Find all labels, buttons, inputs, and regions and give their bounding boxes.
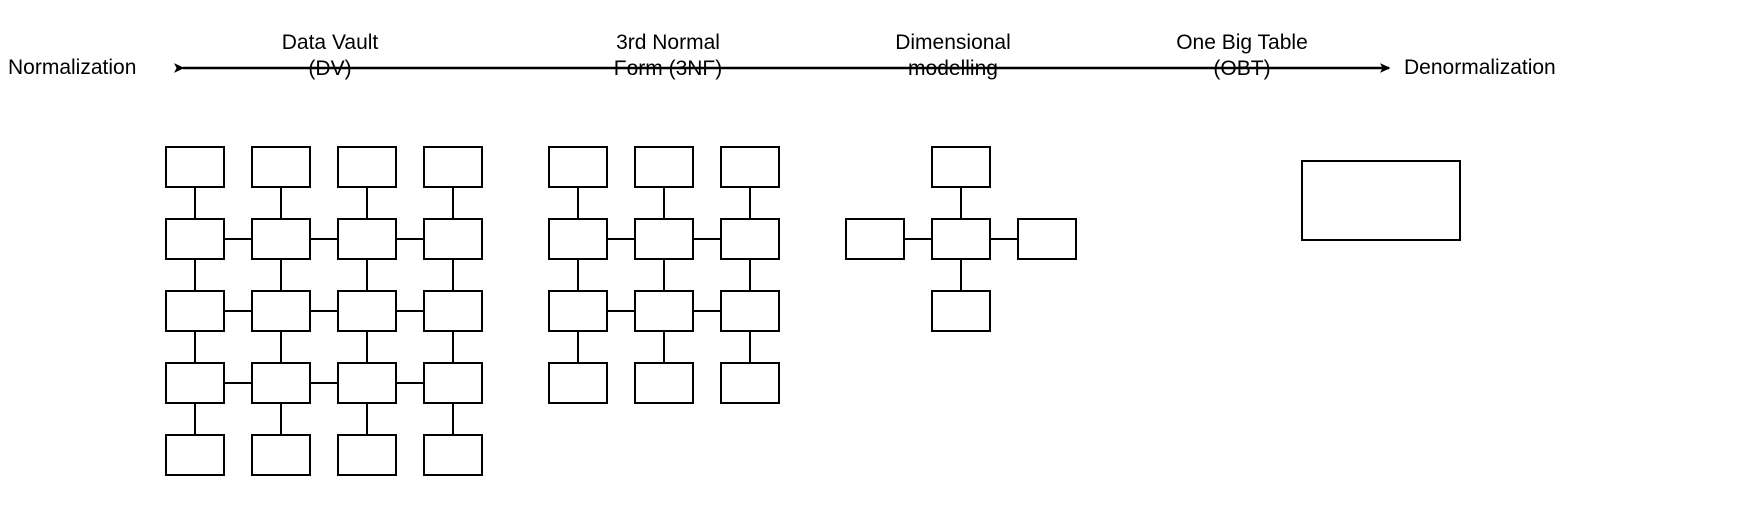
schema-connector-vertical: [577, 260, 579, 290]
schema-connector-horizontal: [397, 382, 423, 384]
schema-connector-vertical: [366, 188, 368, 218]
schema-connector-vertical: [663, 332, 665, 362]
schema-connector-vertical: [280, 332, 282, 362]
schema-connector-horizontal: [397, 310, 423, 312]
schema-box-dimension-left: [845, 218, 905, 260]
schema-connector-vertical: [577, 188, 579, 218]
schema-connector-vertical: [194, 332, 196, 362]
schema-box: [423, 362, 483, 404]
schema-connector-vertical: [749, 332, 751, 362]
schema-connector-vertical: [194, 404, 196, 434]
schema-connector-vertical: [280, 188, 282, 218]
schema-connector-horizontal: [311, 238, 337, 240]
stage-label-dv: Data Vault (DV): [230, 4, 430, 108]
schema-connector-horizontal: [905, 238, 931, 240]
schema-box: [548, 290, 608, 332]
schema-box: [720, 290, 780, 332]
stage-label-obt: One Big Table (OBT): [1142, 4, 1342, 108]
schema-box: [634, 290, 694, 332]
stage-label-obt-line2: (OBT): [1213, 57, 1271, 80]
schema-connector-vertical: [194, 260, 196, 290]
stage-label-obt-line1: One Big Table: [1176, 31, 1308, 54]
schema-connector-vertical: [749, 188, 751, 218]
schema-box: [720, 362, 780, 404]
schema-connector-horizontal: [608, 310, 634, 312]
schema-connector-horizontal: [225, 382, 251, 384]
schema-box: [337, 434, 397, 476]
schema-connector-vertical: [452, 332, 454, 362]
schema-box: [251, 290, 311, 332]
schema-connector-vertical: [452, 404, 454, 434]
schema-connector-vertical: [280, 260, 282, 290]
schema-box: [548, 362, 608, 404]
schema-box: [423, 218, 483, 260]
schema-connector-horizontal: [608, 238, 634, 240]
spectrum-arrow: [174, 63, 1391, 73]
schema-box: [165, 290, 225, 332]
schema-box: [251, 362, 311, 404]
schema-connector-horizontal: [397, 238, 423, 240]
schema-connector-vertical: [960, 188, 962, 218]
schema-connector-vertical: [452, 260, 454, 290]
schema-box: [165, 362, 225, 404]
schema-box: [548, 146, 608, 188]
stage-label-dimensional-line1: Dimensional: [895, 31, 1011, 54]
schema-connector-vertical: [577, 332, 579, 362]
axis-label-normalization: Normalization: [8, 56, 137, 79]
schema-box-fact-center: [931, 218, 991, 260]
schema-connector-horizontal: [694, 238, 720, 240]
schema-connector-vertical: [194, 188, 196, 218]
schema-connector-vertical: [280, 404, 282, 434]
stage-label-dv-line2: (DV): [308, 57, 352, 80]
schema-box: [251, 218, 311, 260]
schema-connector-horizontal: [225, 310, 251, 312]
schema-connector-horizontal: [694, 310, 720, 312]
schema-connector-vertical: [749, 260, 751, 290]
schema-connector-horizontal: [225, 238, 251, 240]
schema-box: [337, 218, 397, 260]
schema-connector-vertical: [366, 332, 368, 362]
schema-connector-vertical: [960, 260, 962, 290]
schema-box: [423, 146, 483, 188]
schema-box: [337, 362, 397, 404]
schema-box: [337, 290, 397, 332]
schema-box-one-big-table: [1301, 160, 1461, 241]
schema-connector-vertical: [452, 188, 454, 218]
stage-label-3nf: 3rd Normal Form (3NF): [568, 4, 768, 108]
schema-box: [634, 218, 694, 260]
schema-box: [165, 146, 225, 188]
schema-box: [251, 146, 311, 188]
schema-box: [423, 290, 483, 332]
schema-connector-horizontal: [311, 310, 337, 312]
schema-connector-vertical: [366, 404, 368, 434]
schema-box: [337, 146, 397, 188]
stage-label-3nf-line1: 3rd Normal: [616, 31, 720, 54]
schema-connector-horizontal: [311, 382, 337, 384]
schema-connector-vertical: [366, 260, 368, 290]
schema-box: [720, 218, 780, 260]
schema-connector-horizontal: [991, 238, 1017, 240]
stage-label-3nf-line2: Form (3NF): [613, 57, 723, 80]
schema-box: [165, 218, 225, 260]
schema-box: [251, 434, 311, 476]
schema-box-dimension-bottom: [931, 290, 991, 332]
schema-box: [634, 146, 694, 188]
schema-box-dimension-right: [1017, 218, 1077, 260]
schema-box: [165, 434, 225, 476]
schema-box-dimension-top: [931, 146, 991, 188]
schema-box: [423, 434, 483, 476]
schema-box: [634, 362, 694, 404]
stage-label-dv-line1: Data Vault: [281, 31, 379, 54]
stage-label-dimensional: Dimensional modelling: [853, 4, 1053, 108]
stage-label-dimensional-line2: modelling: [908, 57, 998, 80]
schema-connector-vertical: [663, 188, 665, 218]
schema-box: [548, 218, 608, 260]
schema-box: [720, 146, 780, 188]
schema-connector-vertical: [663, 260, 665, 290]
axis-label-denormalization: Denormalization: [1404, 56, 1556, 79]
